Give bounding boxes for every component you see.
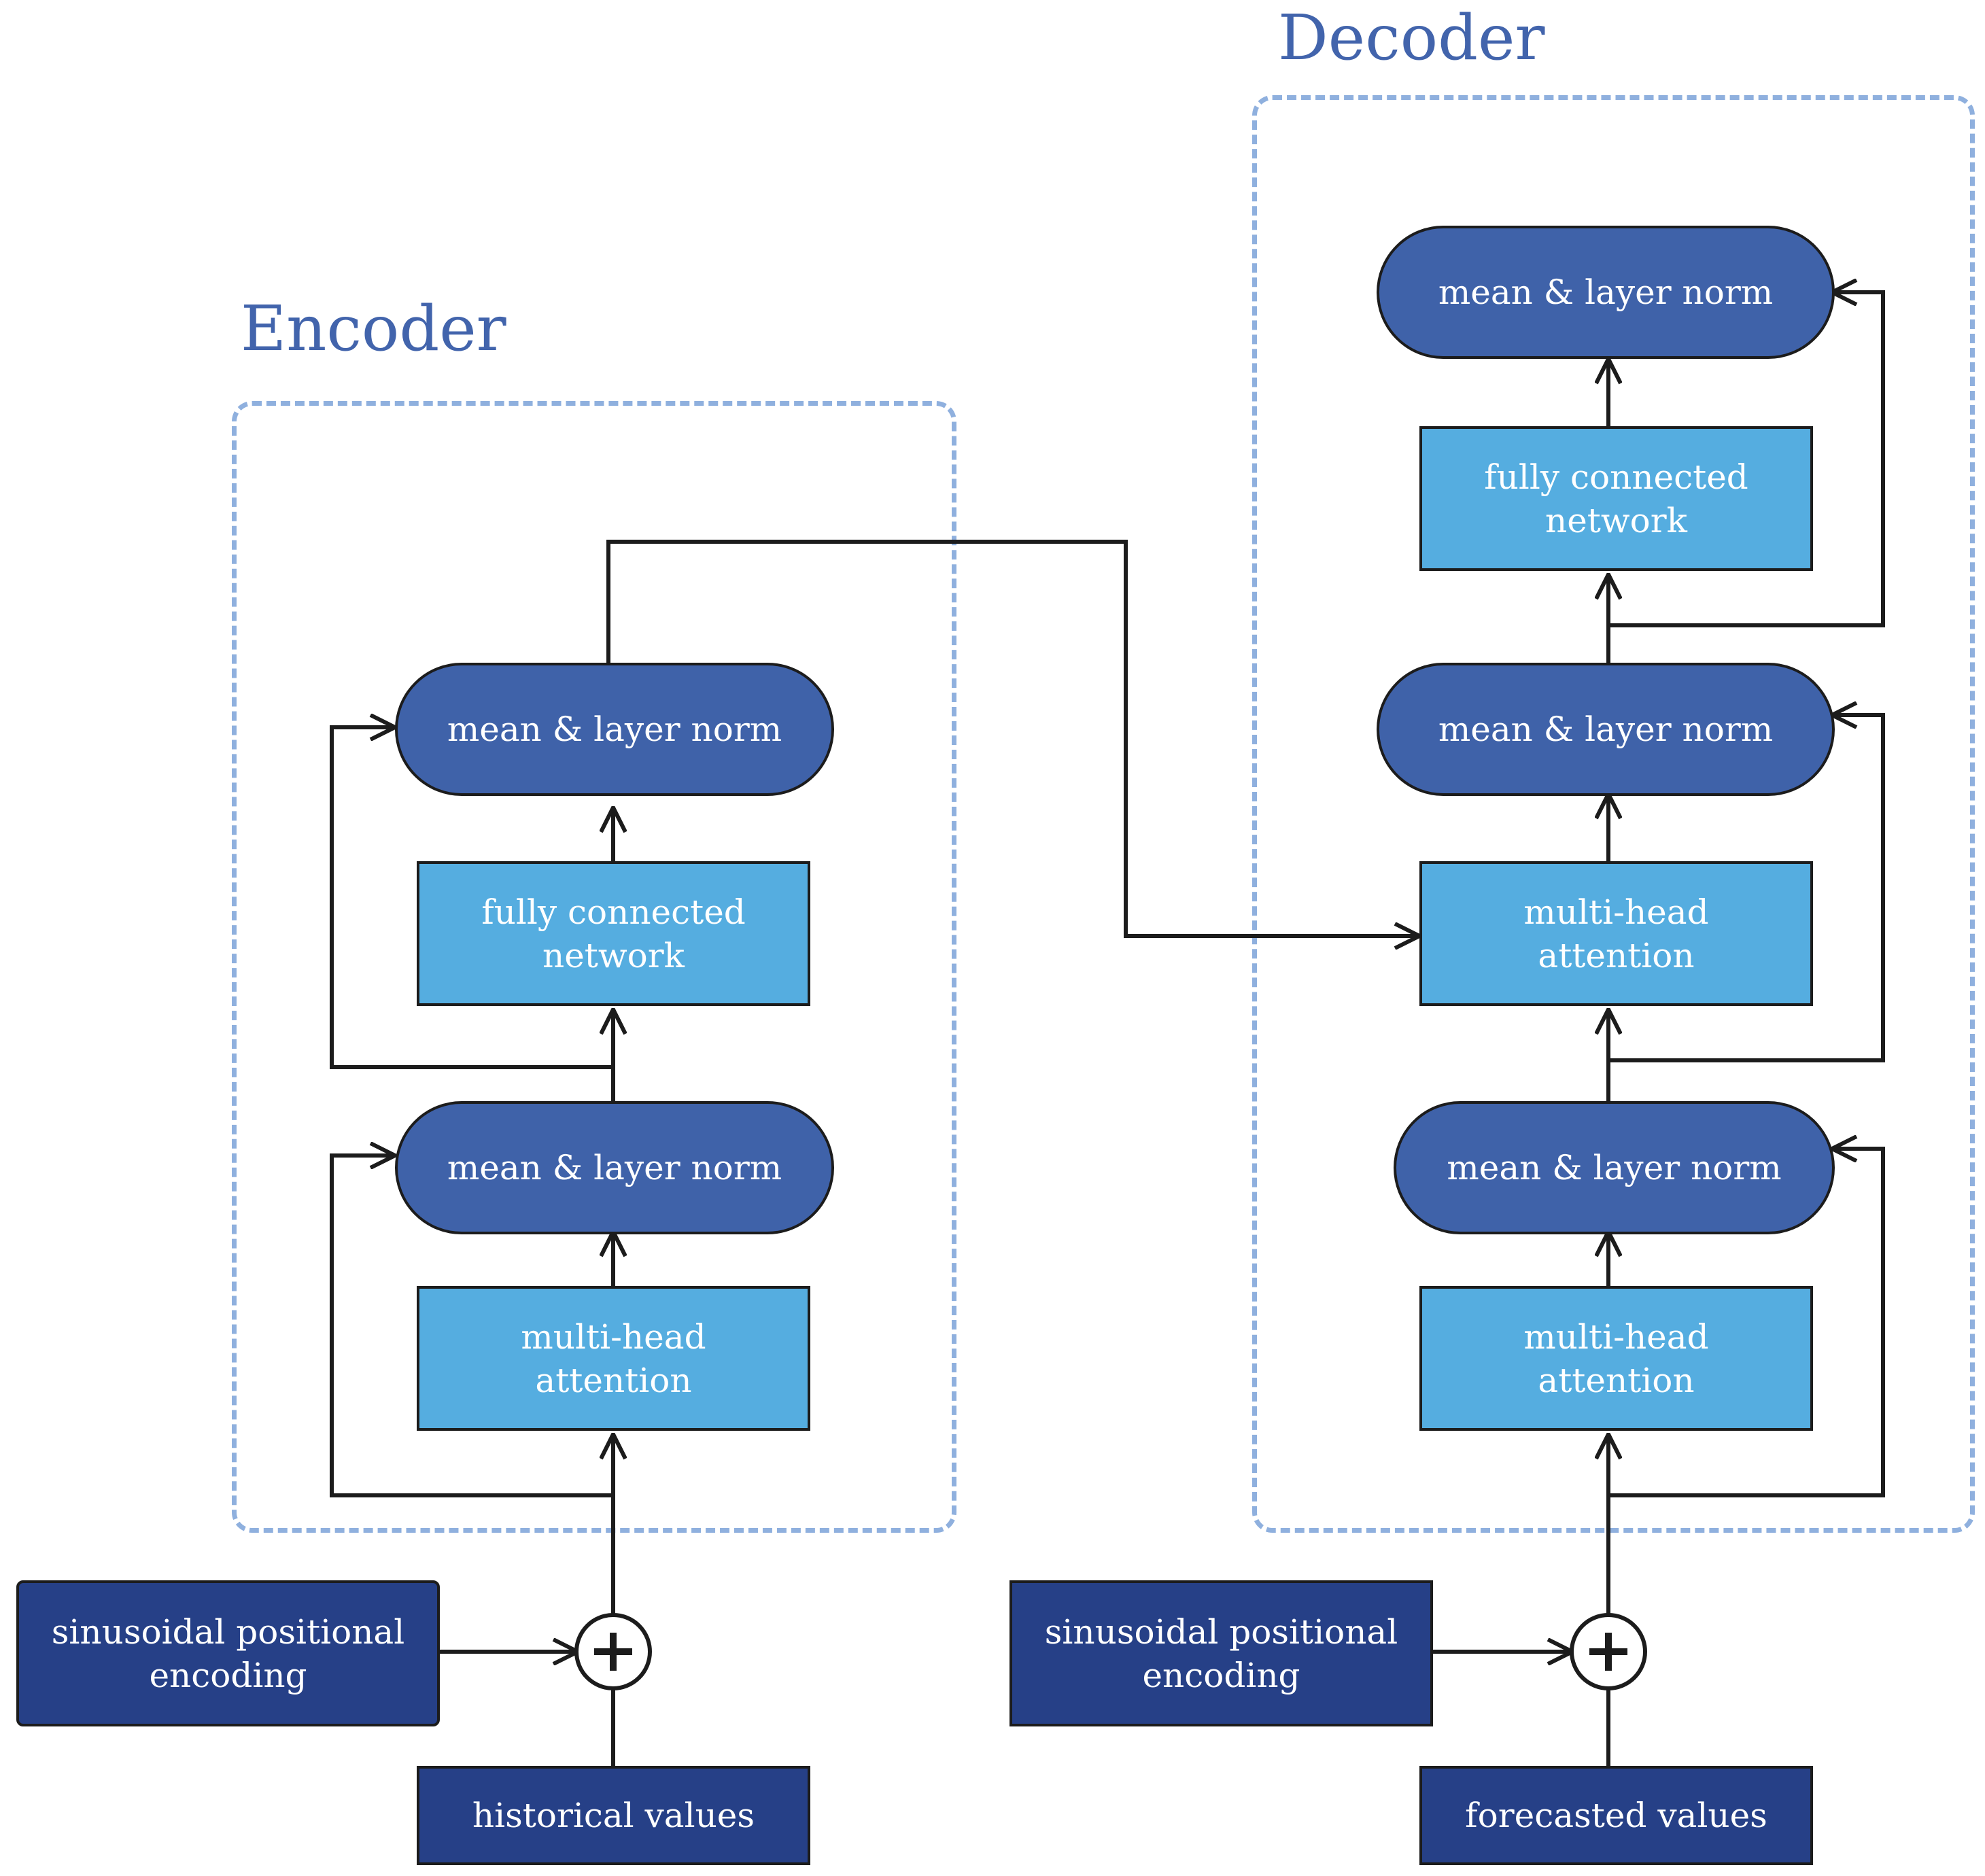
dec-residual-1 xyxy=(1608,1149,1885,1497)
enc-residual-2 xyxy=(330,727,613,1069)
enc-residual-1 xyxy=(330,1156,613,1497)
encoder-title: Encoder xyxy=(241,292,506,365)
enc-add-icon xyxy=(574,1613,652,1690)
decoder-title: Decoder xyxy=(1278,1,1545,74)
dec-norm-middle: mean & layer norm xyxy=(1377,663,1835,796)
dec-residual-3 xyxy=(1608,292,1885,627)
dec-add-icon xyxy=(1570,1613,1647,1690)
enc-input-historical-values: historical values xyxy=(417,1766,810,1865)
dec-norm-bottom: mean & layer norm xyxy=(1394,1101,1835,1234)
enc-to-dec-cross-line xyxy=(606,540,1419,936)
decoder-panel xyxy=(1252,95,1975,1533)
enc-norm-top: mean & layer norm xyxy=(395,663,834,796)
encoder-panel xyxy=(232,401,956,1533)
dec-input-forecasted-values: forecasted values xyxy=(1419,1766,1813,1865)
dec-norm-top: mean & layer norm xyxy=(1377,226,1835,359)
dec-residual-2 xyxy=(1608,715,1885,1062)
enc-norm-bottom: mean & layer norm xyxy=(395,1101,834,1234)
